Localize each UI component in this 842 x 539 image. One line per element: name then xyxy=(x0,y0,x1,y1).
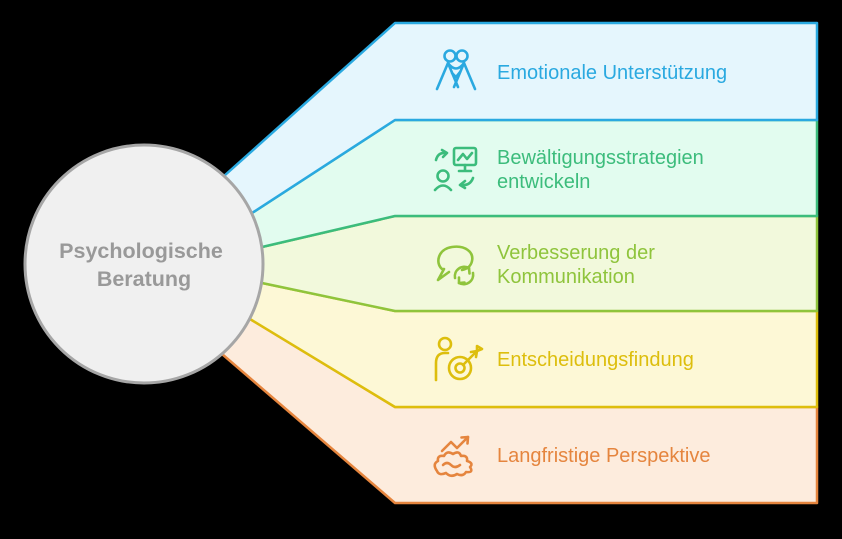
branch-label-entscheidungsfindung: Entscheidungsfindung xyxy=(497,349,694,371)
center-circle xyxy=(23,143,265,385)
center-title: Psychologische Beratung xyxy=(59,239,229,291)
people-support-icon xyxy=(435,49,477,91)
branch-label-verbesserung-der-kommunikation: Verbesserung der Kommunikation xyxy=(497,242,660,288)
strategy-board-icon xyxy=(433,146,478,192)
branch-label-emotionale-unterstuetzung: Emotionale Unterstützung xyxy=(497,62,727,84)
center-title-line: Psychologische xyxy=(59,239,223,263)
branch-label-bewaeltigungsstrategien: Bewältigungsstrategien entwickeln xyxy=(497,147,709,193)
center-title-line: Beratung xyxy=(97,267,191,291)
branch-label-langfristige-perspektive: Langfristige Perspektive xyxy=(497,445,710,467)
person-target-icon xyxy=(434,336,484,382)
speech-bubble-refresh-icon xyxy=(436,245,475,286)
brain-trend-icon xyxy=(433,435,473,478)
